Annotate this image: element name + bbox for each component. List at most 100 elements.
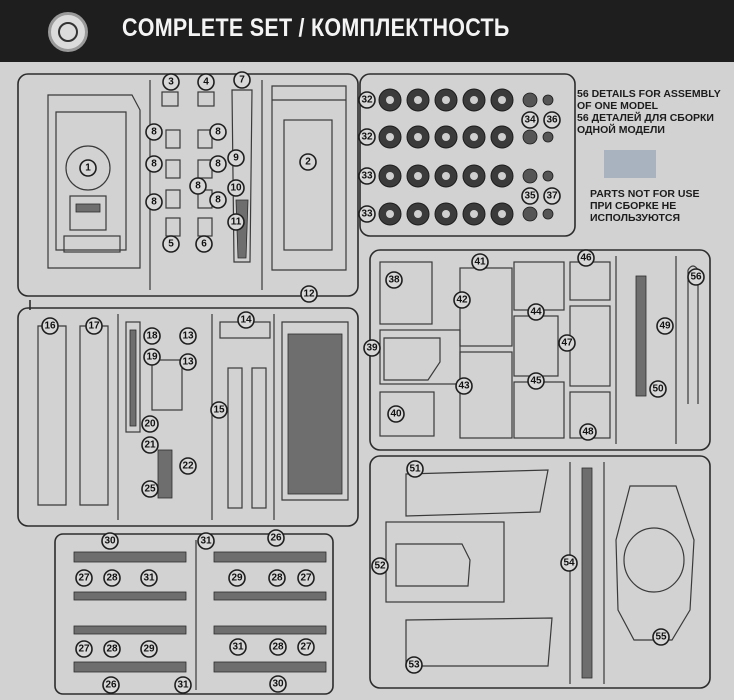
part-number-label: 32 xyxy=(361,95,373,106)
part-number-label: 36 xyxy=(546,115,558,126)
part-number-label: 41 xyxy=(474,257,486,268)
part-callout-1: 1 xyxy=(79,159,97,177)
part-callout-48: 48 xyxy=(579,423,597,441)
part-number-label: 5 xyxy=(168,239,174,250)
part-number-label: 8 xyxy=(215,195,221,206)
part-callout-22: 22 xyxy=(179,457,197,475)
part-callout-8: 8 xyxy=(145,123,163,141)
part-callout-4: 4 xyxy=(197,73,215,91)
part-number-label: 31 xyxy=(177,680,189,691)
part-number-label: 56 xyxy=(690,272,702,283)
part-callout-16: 16 xyxy=(41,317,59,335)
part-callout-21: 21 xyxy=(141,436,159,454)
part-number-label: 52 xyxy=(374,561,386,572)
sprue-e-parts xyxy=(385,462,695,684)
part-number-label: 40 xyxy=(390,409,402,420)
part-callout-37: 37 xyxy=(543,187,561,205)
part-callout-45: 45 xyxy=(527,372,545,390)
part-number-label: 38 xyxy=(388,275,400,286)
part-callout-33: 33 xyxy=(358,205,376,223)
part-number-label: 14 xyxy=(240,315,252,326)
part-callout-35: 35 xyxy=(521,187,539,205)
part-number-label: 15 xyxy=(213,405,225,416)
part-callout-27: 27 xyxy=(297,638,315,656)
part-number-label: 18 xyxy=(146,331,158,342)
part-callout-13: 13 xyxy=(179,327,197,345)
part-callout-7: 7 xyxy=(233,71,251,89)
part-number-label: 3 xyxy=(168,77,174,88)
part-callout-50: 50 xyxy=(649,380,667,398)
part-number-label: 13 xyxy=(182,331,194,342)
part-number-label: 55 xyxy=(655,632,667,643)
part-number-label: 33 xyxy=(361,209,373,220)
part-callout-32: 32 xyxy=(358,91,376,109)
part-number-label: 27 xyxy=(300,573,312,584)
part-number-label: 28 xyxy=(272,642,284,653)
note-line: 56 ДЕТАЛЕЙ ДЛЯ СБОРКИ xyxy=(577,112,714,124)
part-number-label: 2 xyxy=(305,157,311,168)
part-callout-8: 8 xyxy=(189,177,207,195)
part-number-label: 8 xyxy=(151,127,157,138)
part-callout-40: 40 xyxy=(387,405,405,423)
part-number-label: 27 xyxy=(78,573,90,584)
note-line: ПРИ СБОРКЕ НЕ xyxy=(590,200,677,212)
part-callout-44: 44 xyxy=(527,303,545,321)
part-callout-31: 31 xyxy=(140,569,158,587)
part-number-label: 1 xyxy=(85,163,91,174)
part-callout-8: 8 xyxy=(209,191,227,209)
part-callout-8: 8 xyxy=(145,155,163,173)
note-line: OF ONE MODEL xyxy=(577,100,659,112)
part-number-label: 46 xyxy=(580,253,592,264)
part-callout-12: 12 xyxy=(300,285,318,303)
part-callout-28: 28 xyxy=(103,640,121,658)
part-number-label: 51 xyxy=(409,464,421,475)
part-callout-29: 29 xyxy=(228,569,246,587)
part-callout-27: 27 xyxy=(297,569,315,587)
part-number-label: 16 xyxy=(44,321,56,332)
part-callout-18: 18 xyxy=(143,327,161,345)
part-callout-2: 2 xyxy=(299,153,317,171)
part-callout-10: 10 xyxy=(227,179,245,197)
part-number-label: 37 xyxy=(546,191,558,202)
part-callout-29: 29 xyxy=(140,640,158,658)
part-callout-53: 53 xyxy=(405,656,423,674)
part-number-label: 50 xyxy=(652,384,664,395)
part-callout-43: 43 xyxy=(455,377,473,395)
part-callout-25: 25 xyxy=(141,480,159,498)
part-callout-31: 31 xyxy=(197,532,215,550)
page-title: COMPLETE SET / КОМПЛЕКТНОСТЬ xyxy=(122,14,510,42)
part-number-label: 26 xyxy=(270,533,282,544)
part-number-label: 39 xyxy=(366,343,378,354)
part-number-label: 4 xyxy=(203,77,209,88)
header-bar: COMPLETE SET / КОМПЛЕКТНОСТЬ xyxy=(0,0,734,62)
part-number-label: 31 xyxy=(232,642,244,653)
part-number-label: 8 xyxy=(215,127,221,138)
part-number-label: 28 xyxy=(271,573,283,584)
part-number-label: 11 xyxy=(231,217,242,228)
part-number-label: 30 xyxy=(104,536,116,547)
part-number-label: 49 xyxy=(659,321,671,332)
sprue-diagram: 1 2 3 4 5 6 7 8 8 8 8 8 8 8 9 10 11 12 3… xyxy=(17,71,711,695)
part-callout-11: 11 xyxy=(227,213,245,231)
part-callout-8: 8 xyxy=(209,123,227,141)
part-number-label: 42 xyxy=(456,295,468,306)
unused-parts-note: PARTS NOT FOR USE ПРИ СБОРКЕ НЕ ИСПОЛЬЗУ… xyxy=(590,188,699,224)
note-line: ИСПОЛЬЗУЮТСЯ xyxy=(590,212,681,224)
part-number-label: 31 xyxy=(200,536,212,547)
part-number-label: 8 xyxy=(195,181,201,192)
part-number-label: 28 xyxy=(106,573,118,584)
part-callout-49: 49 xyxy=(656,317,674,335)
part-number-label: 33 xyxy=(361,171,373,182)
part-callout-13: 13 xyxy=(179,353,197,371)
part-number-label: 44 xyxy=(530,307,542,318)
part-callout-17: 17 xyxy=(85,317,103,335)
part-number-label: 17 xyxy=(88,321,100,332)
part-number-label: 8 xyxy=(151,197,157,208)
sprue-d-parts xyxy=(379,256,699,444)
part-callout-27: 27 xyxy=(75,569,93,587)
part-callout-41: 41 xyxy=(471,253,489,271)
sprue-b-wheels xyxy=(378,88,554,226)
part-number-label: 54 xyxy=(563,558,575,569)
part-number-label: 13 xyxy=(182,357,194,368)
